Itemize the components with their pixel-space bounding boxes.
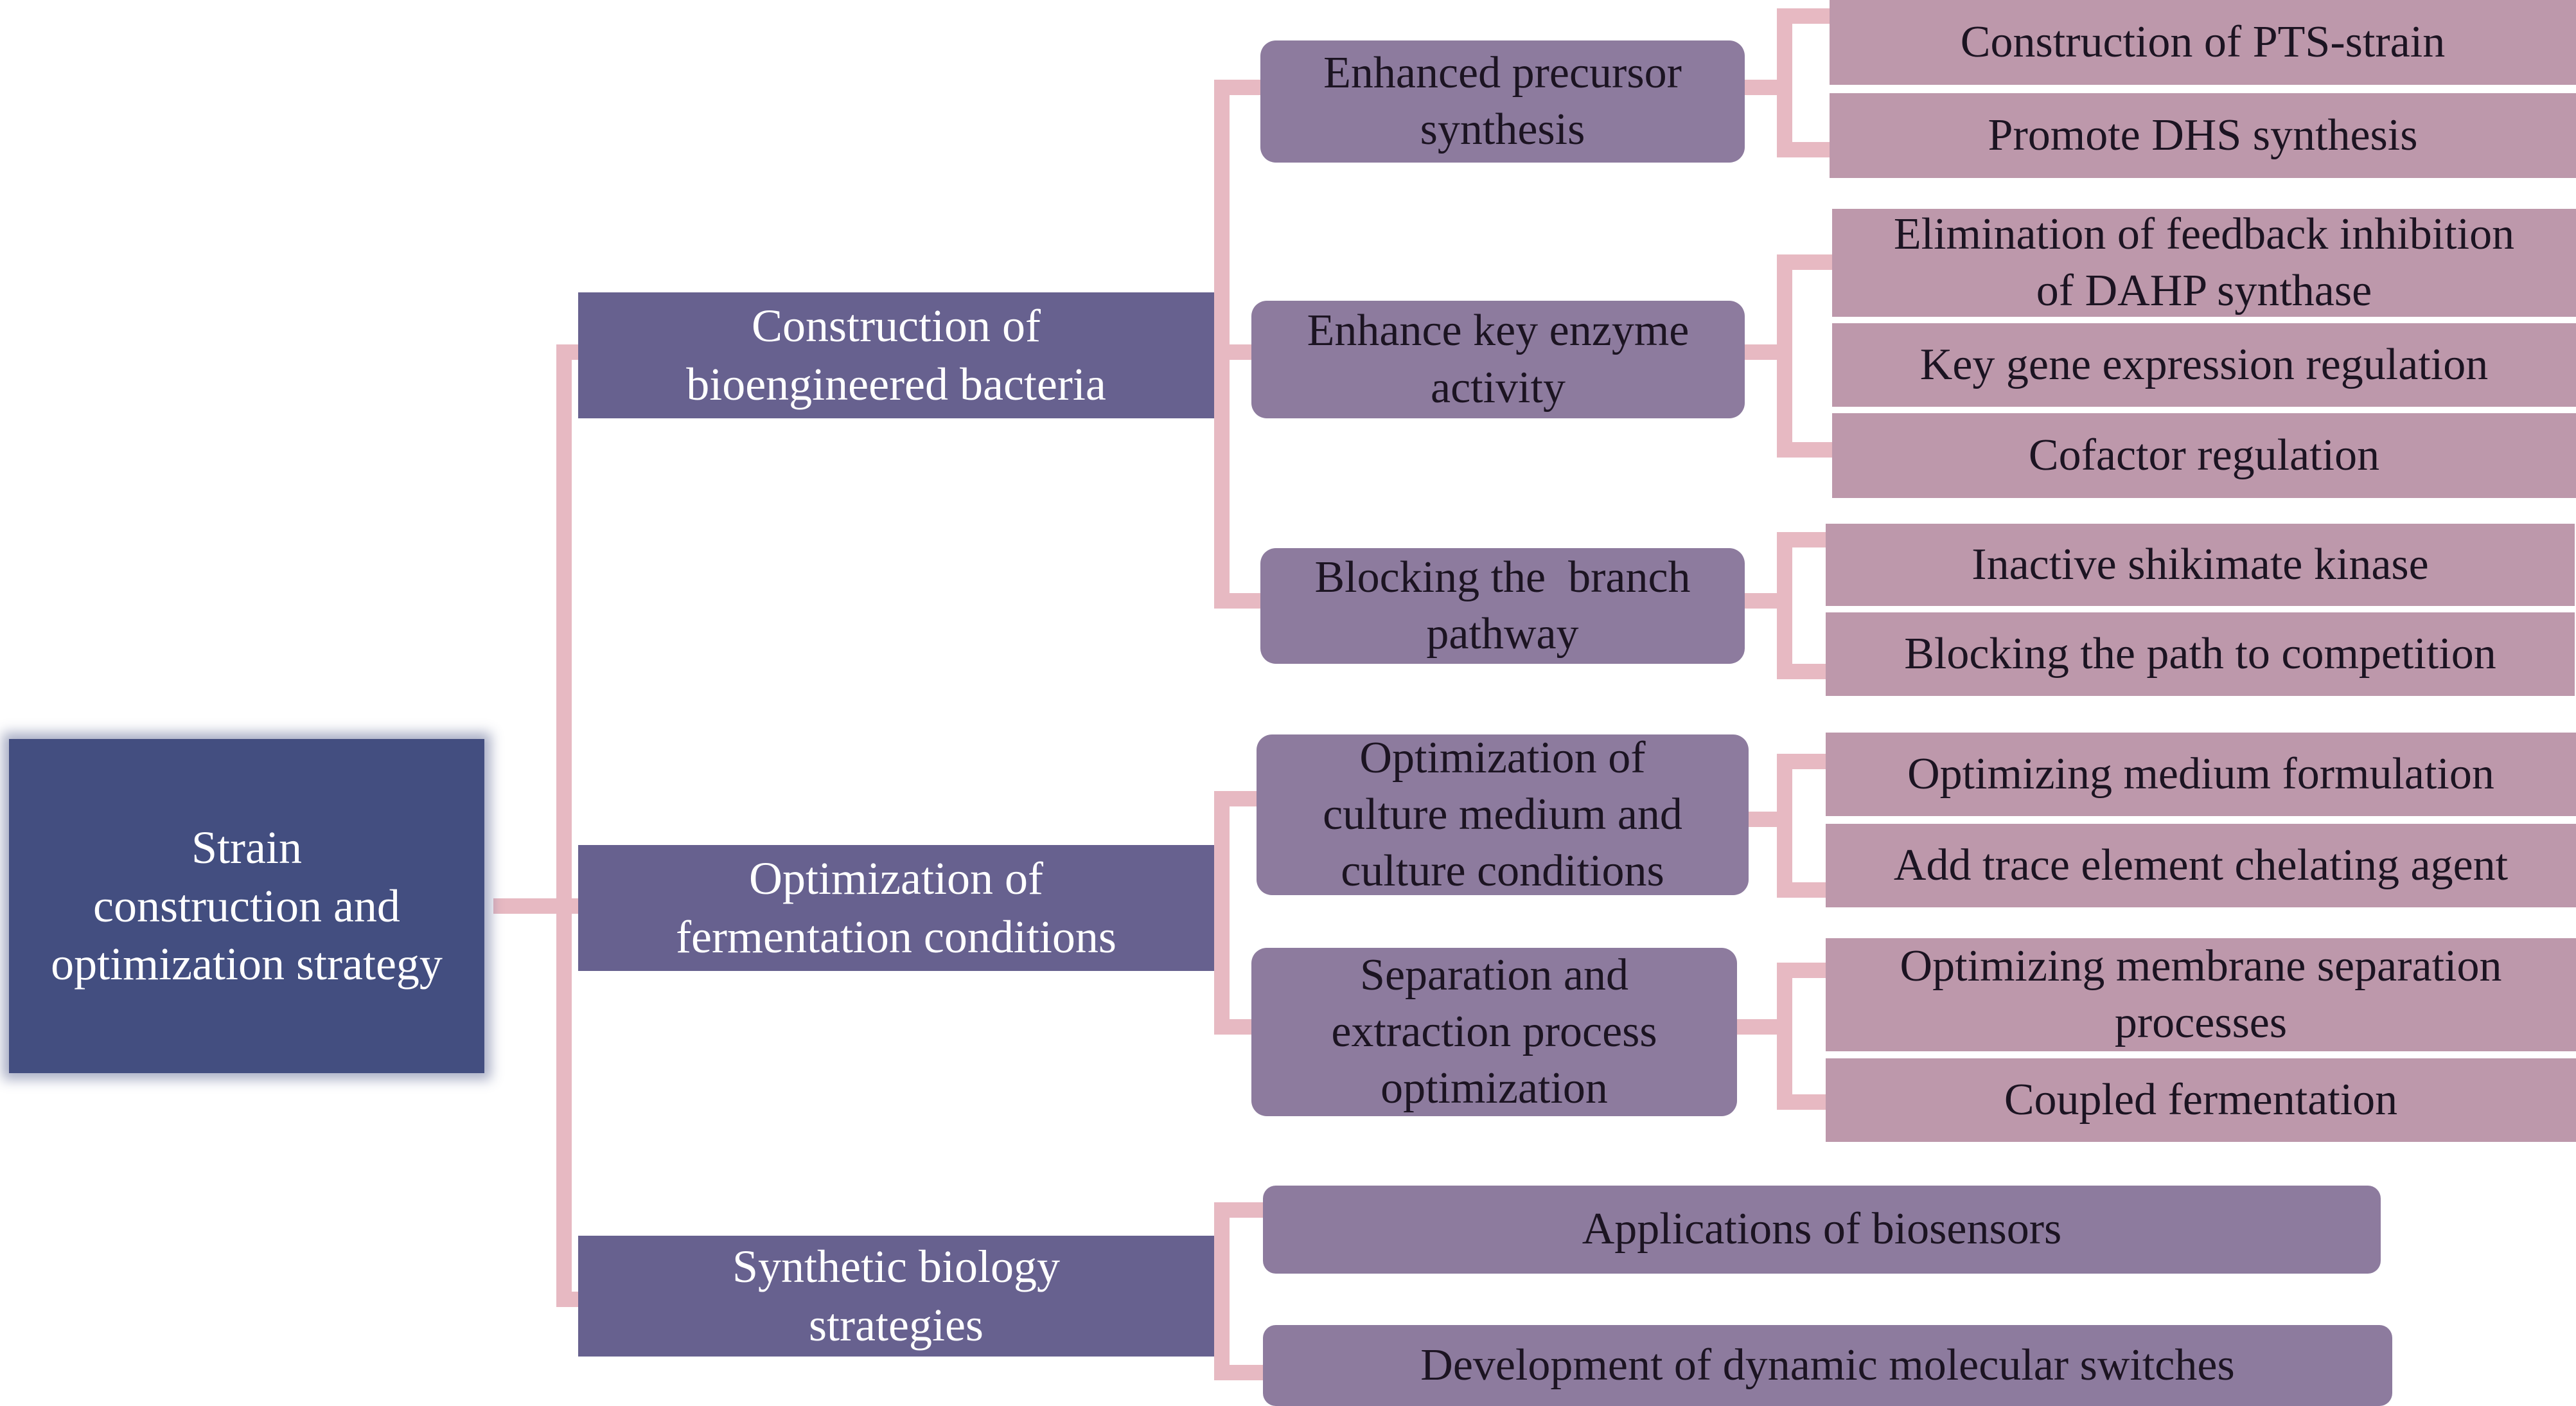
node-dynamic-molecular-switches: Development of dynamic molecular switche… [1263,1325,2392,1406]
node-key-gene-expression-regulation: Key gene expression regulation [1832,323,2576,407]
text-line: activity [1431,362,1566,413]
node-trace-element-chelating-agent: Add trace element chelating agent [1826,824,2576,907]
text-line: Add trace element chelating agent [1893,840,2509,890]
text-line: optimization strategy [51,938,443,990]
text-line: culture medium and [1323,789,1682,839]
text-line: optimization [1381,1063,1608,1114]
node-coupled-fermentation: Coupled fermentation [1826,1058,2576,1142]
node-enhance-key-enzyme-activity: Enhance key enzyme activity [1251,301,1745,418]
text-line: Enhanced precursor [1323,48,1682,98]
node-optimizing-membrane-separation: Optimizing membrane separation processes [1826,938,2576,1051]
text-line: bioengineered bacteria [686,359,1106,410]
root-node-text: Strain construction and optimization str… [51,819,443,993]
node-construction-bioengineered-bacteria: Construction of bioengineered bacteria [578,292,1214,418]
node-construction-pts-strain: Construction of PTS-strain [1830,0,2576,85]
text-line: synthesis [1420,105,1585,154]
node-cofactor-regulation: Cofactor regulation [1832,413,2576,498]
text-line: Elimination of feedback inhibition [1893,209,2515,259]
text-line: Cofactor regulation [2028,430,2380,480]
node-blocking-path-to-competition: Blocking the path to competition [1826,612,2575,696]
text-line: Promote DHS synthesis [1988,110,2418,160]
text-line: culture conditions [1341,846,1664,896]
text-line: pathway [1426,609,1579,659]
text-line: Applications of biosensors [1582,1204,2062,1254]
connector-bioengineered [1214,80,1260,609]
connector-enzyme [1745,254,1832,458]
connector-branch [1745,532,1826,679]
node-applications-of-biosensors: Applications of biosensors [1263,1186,2381,1274]
text-line: Blocking the branch [1314,552,1691,602]
node-inactive-shikimate-kinase: Inactive shikimate kinase [1826,524,2575,606]
connector-root [493,344,578,1307]
text-line: Construction of PTS-strain [1960,17,2446,67]
text-line: Optimization of [1359,733,1646,783]
text-line: Optimization of [749,853,1043,905]
node-promote-dhs-synthesis: Promote DHS synthesis [1830,93,2576,178]
node-separation-extraction-optimization: Separation and extraction process optimi… [1251,948,1737,1116]
node-synthetic-biology-strategies: Synthetic biology strategies [578,1236,1214,1357]
text-line: fermentation conditions [676,911,1116,963]
text-line: Optimizing membrane separation [1900,941,2502,991]
text-line: Separation and [1360,950,1628,1000]
node-blocking-branch-pathway: Blocking the branch pathway [1260,548,1745,664]
text-line: processes [2114,998,2288,1047]
text-line: Development of dynamic molecular switche… [1420,1340,2235,1390]
text-line: of DAHP synthase [2036,266,2372,316]
text-line: strategies [809,1299,984,1351]
node-optimization-culture-medium: Optimization of culture medium and cultu… [1257,733,1749,896]
text-line: Synthetic biology [732,1241,1060,1293]
node-enhanced-precursor-synthesis: Enhanced precursor synthesis [1260,40,1745,163]
node-elimination-feedback-inhibition: Elimination of feedback inhibition of DA… [1832,209,2576,317]
text-line: Key gene expression regulation [1919,339,2489,389]
text-line: Strain [191,821,302,873]
connector-synthetic [1214,1202,1263,1380]
text-line: Inactive shikimate kinase [1972,539,2429,589]
connector-medium [1749,754,1826,898]
connector-separation [1737,963,1826,1110]
text-line: extraction process [1331,1006,1657,1056]
node-optimization-fermentation-conditions: Optimization of fermentation conditions [578,845,1214,971]
connector-precursor [1745,8,1830,157]
text-line: Blocking the path to competition [1904,628,2496,679]
text-line: Coupled fermentation [2004,1074,2398,1125]
text-line: Enhance key enzyme [1307,306,1689,356]
text-line: Construction of [752,300,1041,352]
connector-fermentation [1214,791,1257,1035]
root-node: Strain construction and optimization str… [9,739,484,1073]
text-line: Optimizing medium formulation [1907,749,2494,799]
text-line: construction and [93,880,400,932]
node-optimizing-medium-formulation: Optimizing medium formulation [1826,733,2576,816]
